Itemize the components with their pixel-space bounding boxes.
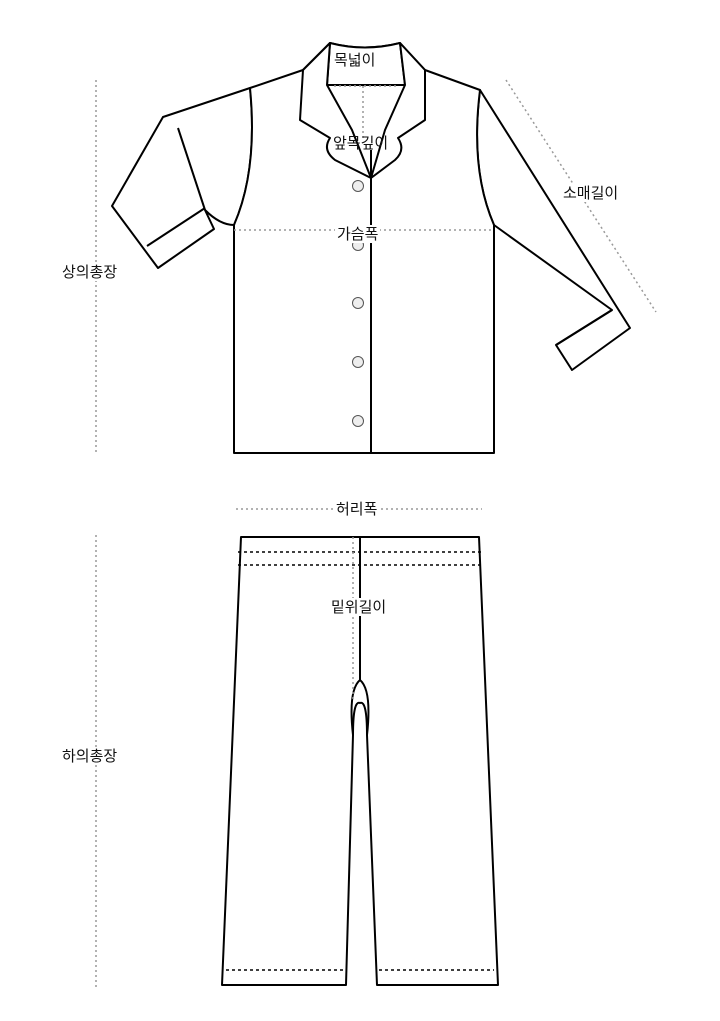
- chest-width-label: 가슴폭: [335, 225, 381, 243]
- pants: [221, 536, 499, 986]
- front-neck-depth-label: 앞목깊이: [333, 134, 389, 152]
- sleeve-length-label: 소매길이: [561, 184, 621, 202]
- shirt: [111, 42, 631, 454]
- sleeve-length-guide: [505, 79, 657, 313]
- top-length-label: 상의총장: [60, 263, 120, 281]
- bottom-length-label: 하의총장: [60, 747, 120, 765]
- waist-width-label: 허리폭: [334, 500, 380, 518]
- neck-width-label: 목넓이: [332, 51, 378, 69]
- rise-label: 밑위길이: [329, 598, 389, 616]
